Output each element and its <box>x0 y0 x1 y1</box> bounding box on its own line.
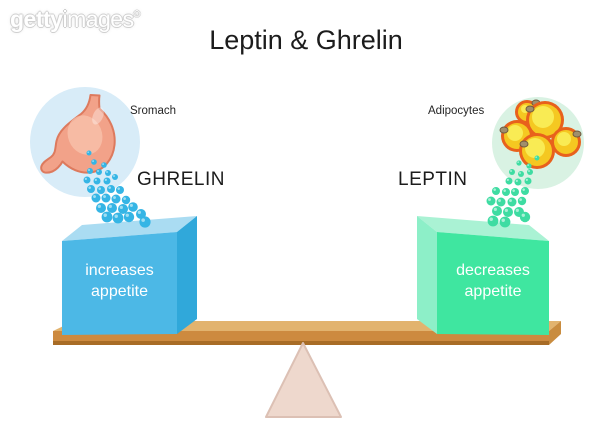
ghrelin-label: GHRELIN <box>137 169 225 190</box>
leptin-cube <box>417 216 549 335</box>
leptin-label: LEPTIN <box>398 169 468 190</box>
watermark-registered: ® <box>133 9 141 19</box>
adipocytes-icon <box>499 99 582 169</box>
stomach-icon <box>40 94 116 174</box>
leptin-cube-label-line2: appetite <box>464 283 522 300</box>
ghrelin-cube-label: increases appetite <box>62 260 177 302</box>
adipocytes-label: Adipocytes <box>428 105 485 117</box>
stomach-label: Sromach <box>130 105 177 117</box>
watermark-getty: getty <box>10 6 63 32</box>
ghrelin-particles <box>83 150 151 228</box>
ghrelin-cube-label-line1: increases <box>85 262 154 279</box>
gettyimages-watermark: gettyimages® <box>10 6 140 33</box>
page-title: Leptin & Ghrelin <box>209 25 403 55</box>
ghrelin-cube <box>62 216 197 335</box>
leptin-cube-label: decreases appetite <box>437 260 549 302</box>
ghrelin-cube-label-line2: appetite <box>91 283 148 300</box>
watermark-images: images <box>62 6 134 32</box>
leptin-cube-label-line1: decreases <box>456 262 530 279</box>
fulcrum-triangle <box>265 342 342 418</box>
leptin-particles <box>486 155 540 228</box>
